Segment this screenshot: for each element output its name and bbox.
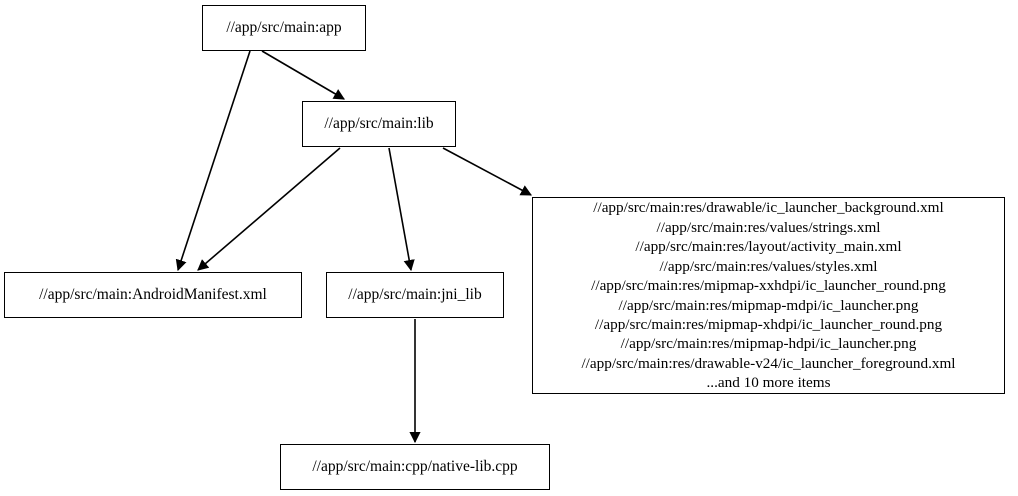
- node-lib[interactable]: //app/src/main:lib: [302, 101, 456, 147]
- node-res-group-label: //app/src/main:res/drawable/ic_launcher_…: [581, 199, 956, 392]
- edge-app-to-manifest: [175, 50, 251, 272]
- edge-lib-to-jni-lib: [388, 147, 415, 272]
- edge-lib-to-manifest: [197, 147, 341, 271]
- edge-app-to-lib: [261, 50, 345, 100]
- node-android-manifest[interactable]: //app/src/main:AndroidManifest.xml: [4, 272, 302, 318]
- edge-lib-to-res-group: [442, 147, 532, 196]
- node-android-manifest-label: //app/src/main:AndroidManifest.xml: [39, 286, 267, 304]
- node-app[interactable]: //app/src/main:app: [202, 5, 366, 51]
- node-res-group[interactable]: //app/src/main:res/drawable/ic_launcher_…: [532, 197, 1005, 394]
- node-native-lib-cpp[interactable]: //app/src/main:cpp/native-lib.cpp: [280, 444, 550, 490]
- node-app-label: //app/src/main:app: [226, 19, 342, 37]
- node-lib-label: //app/src/main:lib: [324, 115, 434, 133]
- node-jni-lib-label: //app/src/main:jni_lib: [348, 286, 482, 304]
- node-native-lib-cpp-label: //app/src/main:cpp/native-lib.cpp: [312, 458, 518, 476]
- node-jni-lib[interactable]: //app/src/main:jni_lib: [326, 272, 504, 318]
